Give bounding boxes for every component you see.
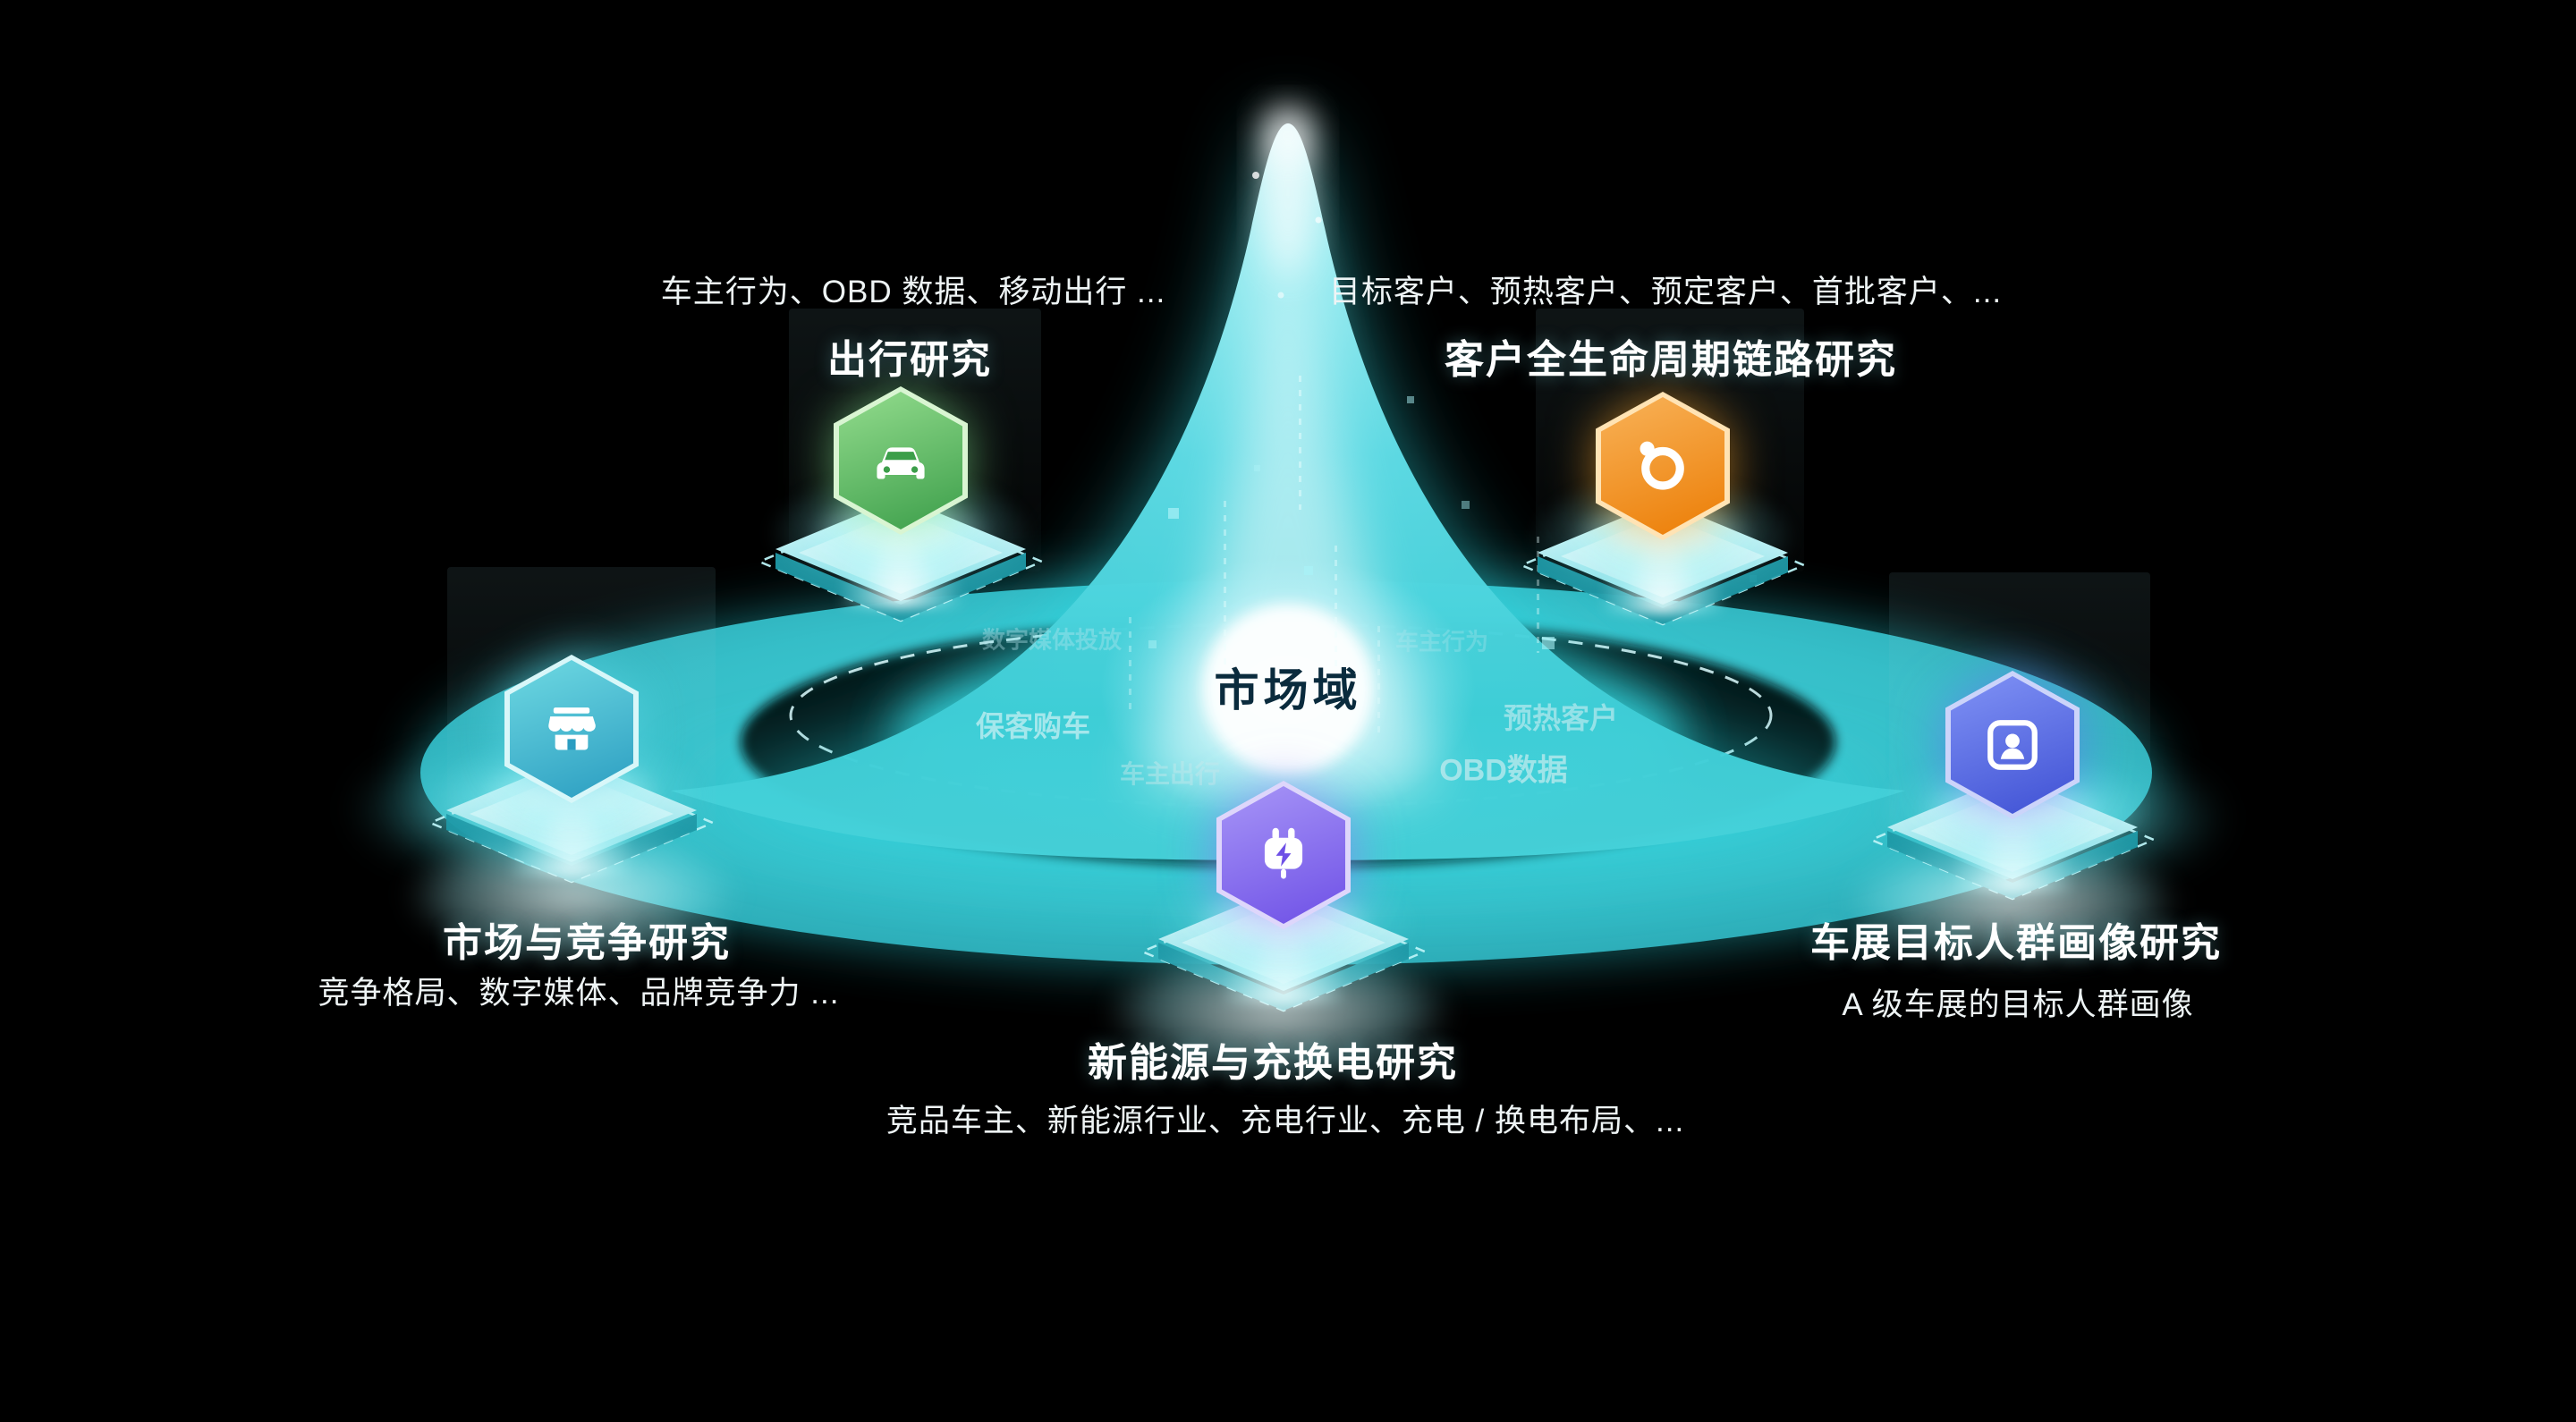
center-label: 市场域	[1214, 665, 1362, 715]
hexagon-badge	[1222, 786, 1345, 924]
market-competition-node[interactable]	[504, 655, 639, 803]
peak-tip-glow	[1265, 113, 1311, 159]
charging-plug-icon	[1264, 827, 1303, 879]
title-glow-wash	[358, 809, 787, 979]
background-tag: 预热客户	[1503, 702, 1619, 734]
background-tag: 数字媒体投放	[981, 626, 1123, 654]
node-desc: 车主行为、OBD 数据、移动出行 ...	[660, 275, 1166, 309]
node-title: 新能源与充换电研究	[1088, 1041, 1458, 1085]
node-title: 市场与竞争研究	[443, 921, 731, 965]
node-desc: 竞争格局、数字媒体、品牌竞争力 ...	[318, 976, 840, 1011]
dotted-line	[1335, 546, 1337, 715]
person-badge-icon	[1987, 720, 2038, 770]
title-glow-wash	[1055, 926, 1503, 1096]
particle	[1304, 566, 1313, 575]
particle	[1148, 640, 1157, 648]
dotted-line	[1377, 626, 1380, 733]
node-title: 车展目标人群画像研究	[1810, 921, 2222, 965]
hexagon-badge	[510, 660, 633, 798]
node-title: 出行研究	[827, 338, 992, 382]
center-glow-core	[1203, 604, 1373, 774]
background-tag: 保客购车	[975, 710, 1091, 742]
customer-lifecycle-node[interactable]	[1596, 392, 1730, 540]
background-tag: 车主出行	[1119, 760, 1221, 788]
new-energy-charging-node[interactable]	[1216, 781, 1351, 929]
audience-portrait-node[interactable]	[1945, 671, 2080, 819]
node-desc: 竞品车主、新能源行业、充电行业、充电 / 换电布局、...	[886, 1104, 1685, 1138]
node-desc: 目标客户、预热客户、预定客户、首批客户、...	[1328, 275, 2003, 309]
storefront-icon	[548, 707, 596, 750]
hexagon-badge	[1951, 676, 2074, 814]
dotted-line	[1129, 617, 1131, 715]
dotted-line	[1224, 501, 1226, 680]
background-tag: OBD数据	[1439, 753, 1568, 788]
background-tag: 车主行为	[1394, 628, 1489, 656]
travel-research-node[interactable]	[834, 386, 968, 535]
dotted-line	[1299, 376, 1301, 510]
particle	[1254, 465, 1260, 471]
orbit-icon	[1640, 441, 1684, 490]
particle	[1542, 637, 1555, 649]
car-icon	[877, 447, 925, 479]
title-glow-wash	[1798, 821, 2227, 982]
particle	[1407, 396, 1414, 403]
particle	[1462, 501, 1470, 509]
node-desc: A 级车展的目标人群画像	[1842, 987, 2194, 1022]
particle	[1168, 508, 1179, 519]
node-title: 客户全生命周期链路研究	[1445, 338, 1897, 382]
